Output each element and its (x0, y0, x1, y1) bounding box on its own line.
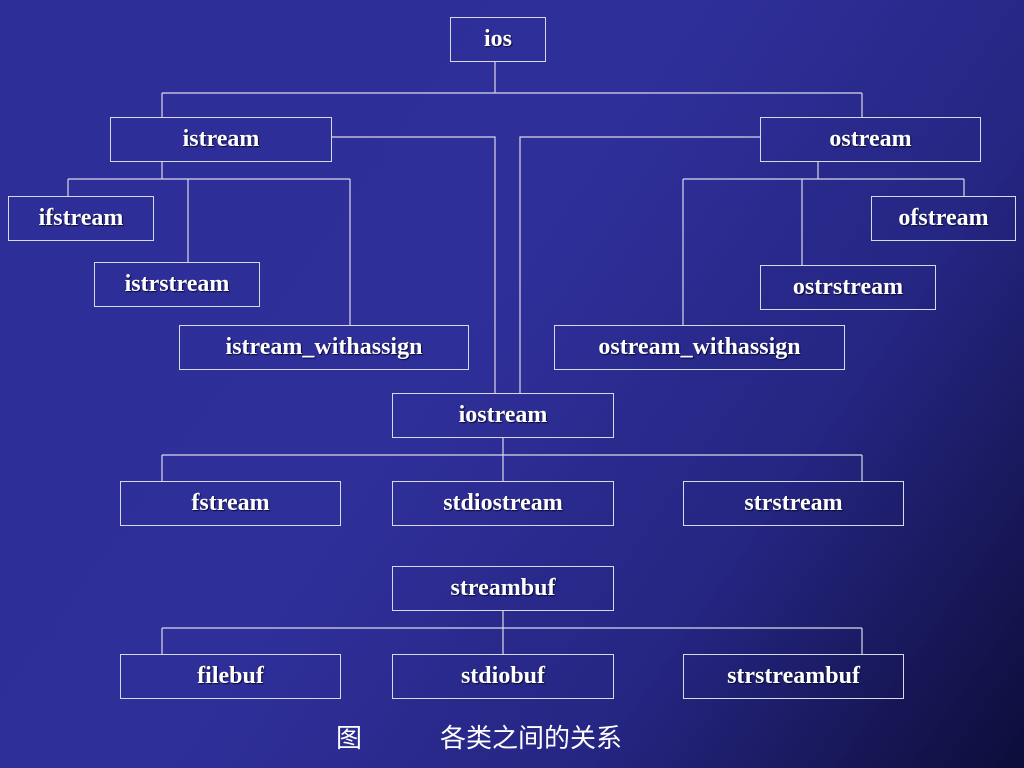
node-ofstream: ofstream (871, 196, 1016, 241)
node-fstream: fstream (120, 481, 341, 526)
node-istrstream: istrstream (94, 262, 260, 307)
node-stdiostream: stdiostream (392, 481, 614, 526)
node-istream-withassign: istream_withassign (179, 325, 469, 370)
node-stdiobuf: stdiobuf (392, 654, 614, 699)
node-streambuf: streambuf (392, 566, 614, 611)
node-ifstream: ifstream (8, 196, 154, 241)
figure-caption-text: 各类之间的关系 (440, 723, 623, 754)
node-strstreambuf: strstreambuf (683, 654, 904, 699)
node-iostream: iostream (392, 393, 614, 438)
node-ostream: ostream (760, 117, 981, 162)
figure-caption: 图 各类之间的关系 (336, 716, 622, 756)
figure-label: 图 (336, 723, 363, 754)
node-ostream-withassign: ostream_withassign (554, 325, 845, 370)
node-strstream: strstream (683, 481, 904, 526)
node-ios: ios (450, 17, 546, 62)
node-filebuf: filebuf (120, 654, 341, 699)
node-istream: istream (110, 117, 332, 162)
node-ostrstream: ostrstream (760, 265, 936, 310)
